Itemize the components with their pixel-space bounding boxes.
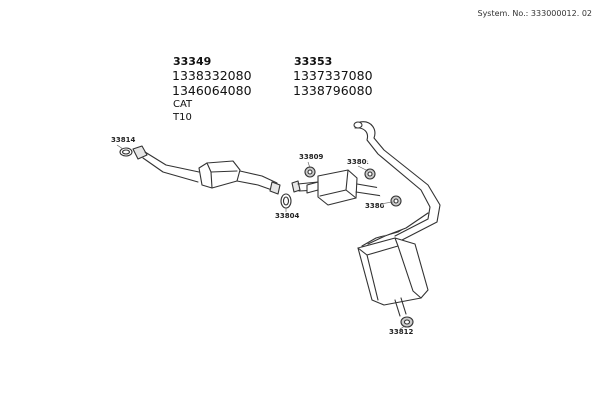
middle-silencer: [306, 169, 358, 206]
group-title-33349: 33349: [173, 55, 212, 68]
leader-lines: [116, 144, 406, 330]
rear-silencer: [357, 237, 429, 306]
system-number: System. No.: 333000012. 02: [477, 9, 592, 18]
rear-pipe-bend: [361, 212, 429, 247]
rear-connecting-pipe: [353, 121, 441, 241]
rubber-mount: [400, 316, 414, 328]
hanger-2: [364, 168, 376, 180]
part-number: 1337337080: [293, 68, 373, 83]
group-title-33353: 33353: [294, 55, 333, 68]
catalytic-converter: [198, 160, 241, 189]
callout-rubber-mount: 33812: [389, 328, 414, 336]
part-number: 1338796080: [293, 83, 373, 98]
front-gasket: [119, 147, 133, 157]
part-number: 1346064080: [172, 83, 252, 98]
part-number: 1338332080: [172, 68, 252, 83]
callout-hanger: 33809: [347, 158, 372, 166]
standard-label: T10: [173, 112, 192, 123]
front-pipe: [132, 145, 200, 183]
intermediate-pipe-front: [236, 170, 281, 195]
seal-ring: [280, 193, 292, 209]
cat-label: CAT: [173, 99, 193, 110]
hanger-1: [304, 166, 316, 178]
callout-seal-ring: 33804: [275, 212, 300, 220]
tail-pipe: [394, 297, 407, 317]
callout-hanger: 33809: [299, 153, 324, 161]
callout-hanger: 33809: [365, 202, 390, 210]
hanger-3: [390, 195, 402, 207]
callout-gasket: 33814: [111, 136, 136, 144]
